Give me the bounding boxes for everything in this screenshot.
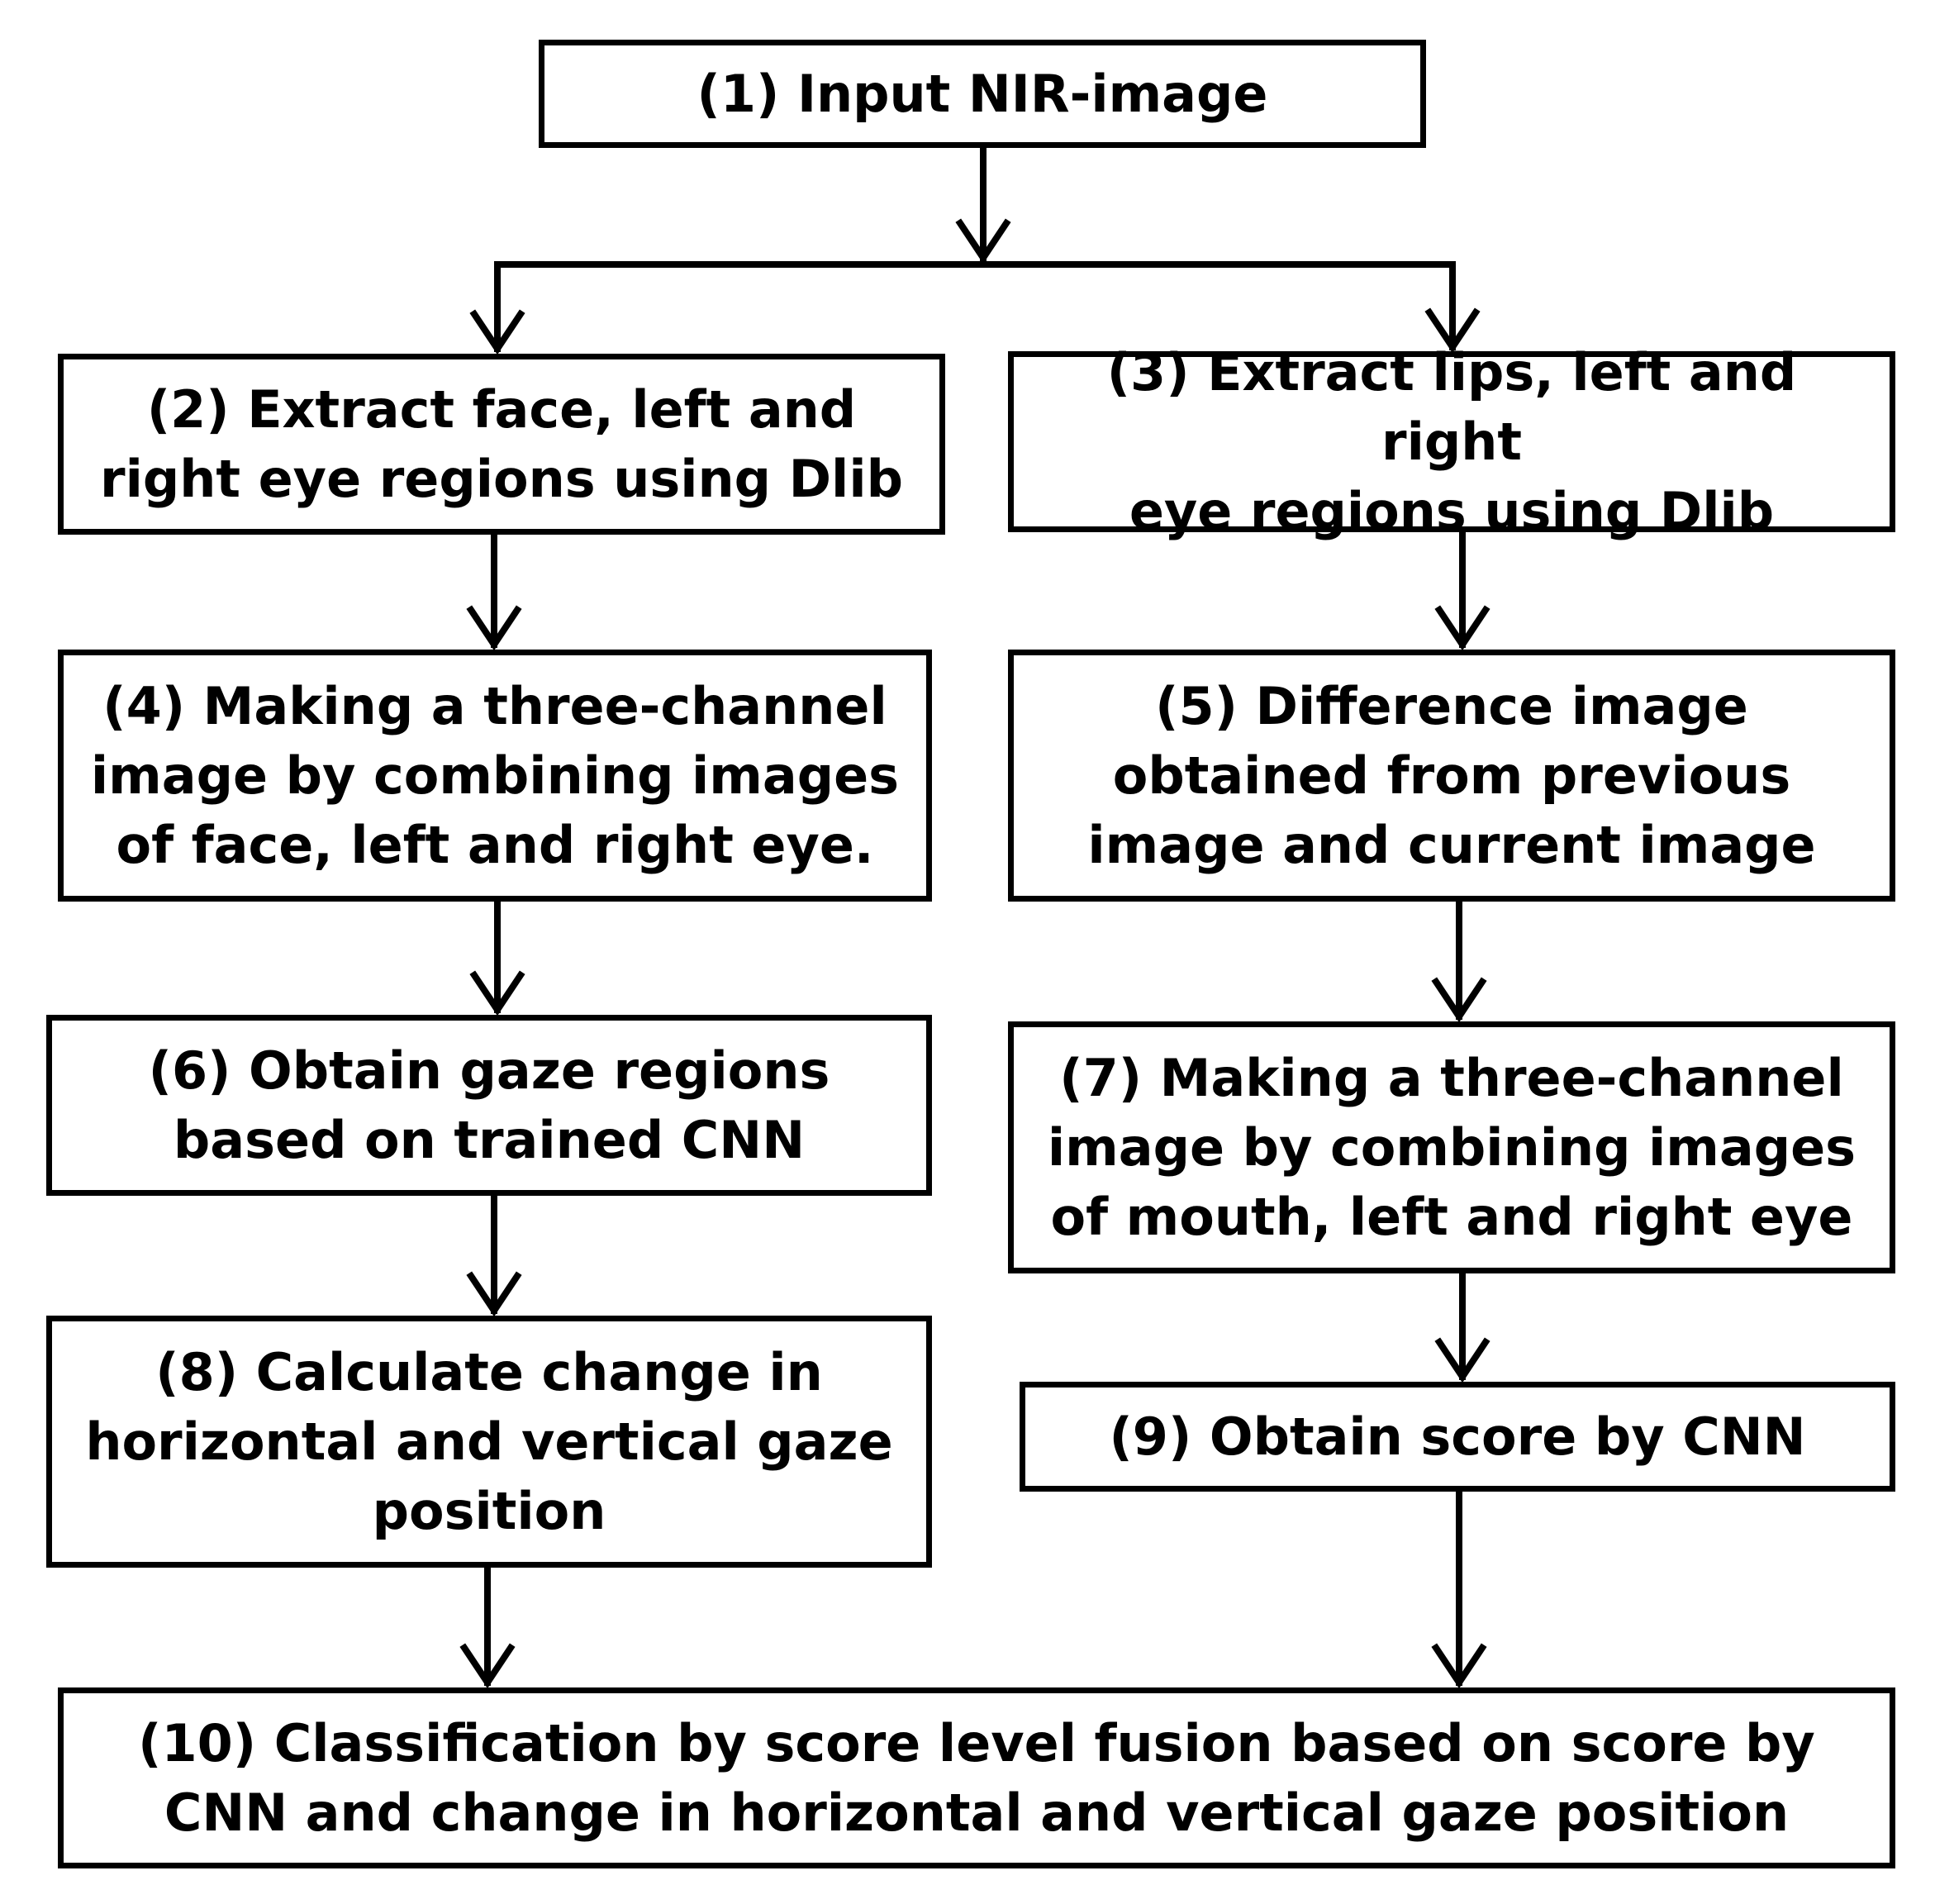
step-8-label: (8) Calculate change in horizontal and v… [85, 1341, 893, 1541]
step-3-label: (3) Extract lips, left and right eye reg… [1106, 341, 1797, 541]
step-9-label: (9) Obtain score by CNN [1109, 1406, 1806, 1467]
step-10-box: (10) Classification by score level fusio… [58, 1687, 1895, 1868]
arrowhead-3-5 [1434, 605, 1490, 651]
step-8-box: (8) Calculate change in horizontal and v… [46, 1316, 932, 1568]
arrowhead-5-7 [1431, 977, 1487, 1023]
step-6-box: (6) Obtain gaze regions based on trained… [46, 1015, 932, 1196]
step-5-box: (5) Difference image obtained from previ… [1008, 650, 1895, 902]
step-1-label: (1) Input NIR-image [697, 63, 1268, 124]
arrowhead-7-9 [1434, 1337, 1490, 1383]
arrowhead-8-10 [459, 1643, 516, 1689]
step-7-box: (7) Making a three-channel image by comb… [1008, 1021, 1895, 1273]
step-2-label: (2) Extract face, left and right eye reg… [100, 378, 903, 509]
arrowhead-split-3 [1424, 307, 1481, 354]
step-5-label: (5) Difference image obtained from previ… [1087, 675, 1816, 875]
arrowhead-6-8 [466, 1271, 522, 1317]
step-4-box: (4) Making a three-channel image by comb… [58, 650, 932, 902]
step-6-label: (6) Obtain gaze regions based on trained… [148, 1040, 830, 1170]
arrowhead-4-6 [469, 970, 525, 1016]
arrowhead-split-2 [469, 309, 525, 355]
step-1-box: (1) Input NIR-image [539, 40, 1426, 148]
step-2-box: (2) Extract face, left and right eye reg… [58, 354, 945, 535]
step-7-label: (7) Making a three-channel image by comb… [1047, 1047, 1857, 1247]
step-4-label: (4) Making a three-channel image by comb… [90, 675, 900, 875]
step-10-label: (10) Classification by score level fusio… [138, 1712, 1815, 1843]
step-3-box: (3) Extract lips, left and right eye reg… [1008, 342, 1895, 541]
arrowhead-1-split [955, 218, 1011, 264]
step-9-box: (9) Obtain score by CNN [1020, 1382, 1895, 1492]
arrowhead-2-4 [466, 605, 522, 651]
arrowhead-9-10 [1431, 1643, 1487, 1689]
